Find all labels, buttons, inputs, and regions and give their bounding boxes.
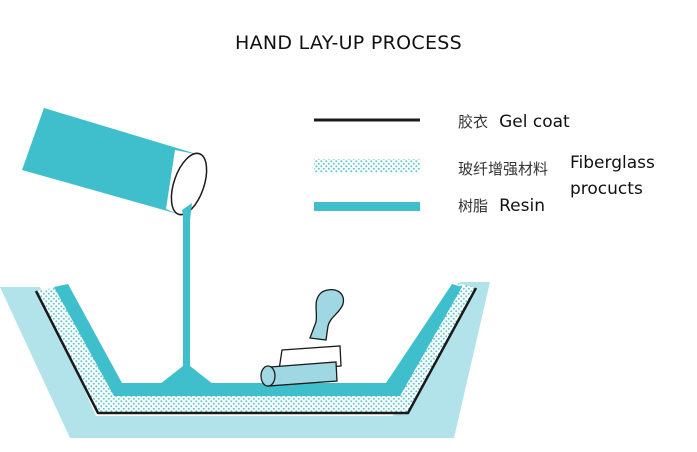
resin-puddle: [155, 366, 218, 388]
legend-label-en: Resin: [499, 196, 545, 216]
resin-layer: [54, 284, 462, 396]
roller-brush-icon: [260, 289, 345, 387]
pouring-bucket-icon: [22, 108, 208, 220]
legend-label-en-fiberglass: Fiberglass procucts: [570, 153, 655, 199]
legend-item-gel-coat: 胶衣 Gel coat: [458, 111, 570, 132]
resin-swatch: [314, 202, 420, 211]
gel-coat-layer: [34, 287, 478, 415]
diagram-title: HAND LAY-UP PROCESS: [234, 32, 463, 54]
fiberglass-swatch: [314, 159, 420, 173]
legend-item-resin: 树脂 Resin: [458, 195, 545, 216]
legend-label-cn: 胶衣: [458, 113, 489, 131]
mold: [0, 282, 490, 438]
legend-label-en: Gel coat: [499, 112, 570, 132]
resin-stream: [183, 214, 190, 370]
legend-label-cn: 树脂: [458, 197, 489, 215]
legend-label-cn: 玻纤增强材料: [458, 160, 549, 178]
legend-item-fiberglass: 玻纤增强材料: [458, 158, 548, 179]
